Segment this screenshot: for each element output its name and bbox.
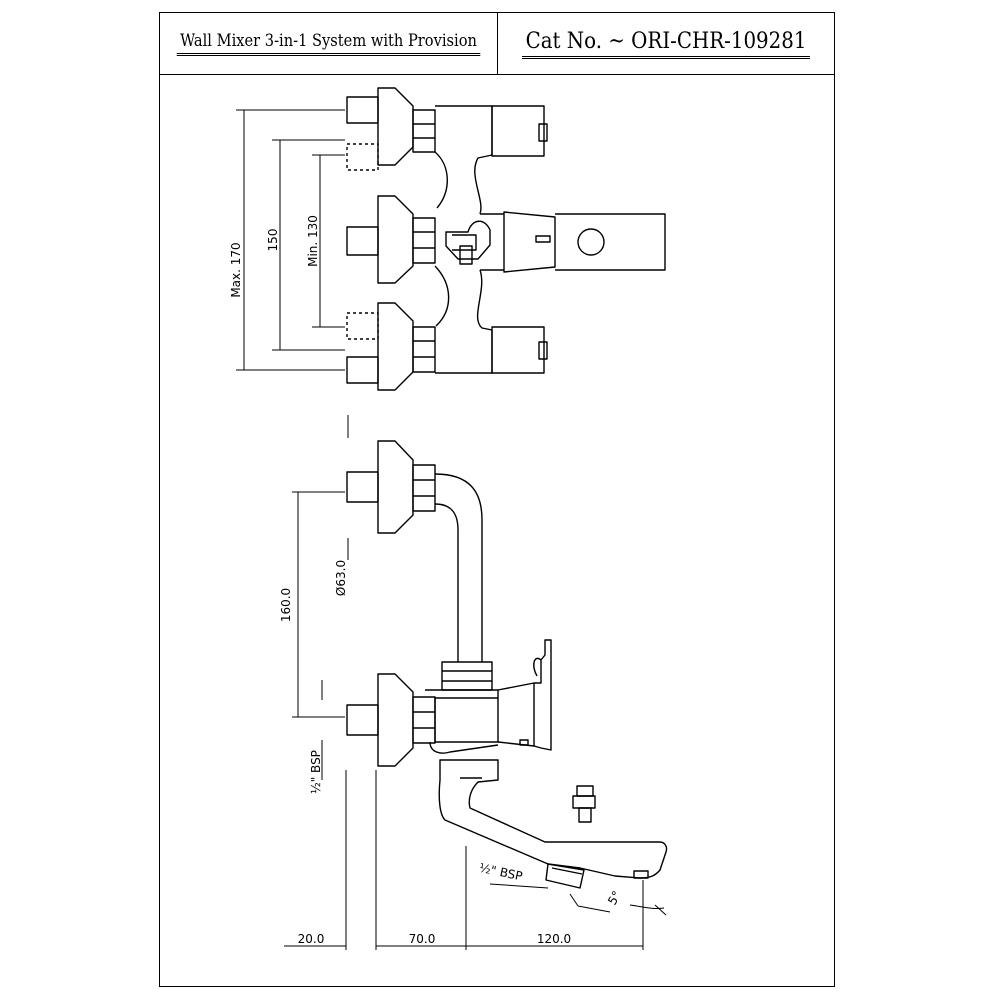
top-view (236, 87, 666, 391)
dimension-labels: Max. 170 150 Min. 130 160.0 Ø63.0 ½" BSP… (229, 215, 624, 946)
side-view-riser-pipe (434, 473, 493, 691)
dim-min: Min. 130 (306, 215, 320, 267)
catalog-number-cell: Cat No. ~ ORI-CHR-109281 (498, 13, 835, 74)
dim-outlet-thread: ½" BSP (478, 861, 524, 884)
dim-spout-angle: 5° (605, 889, 624, 908)
top-view-body (434, 105, 666, 374)
top-view-middle-inlet (346, 195, 436, 284)
side-view (284, 415, 668, 950)
top-view-lower-inlet (346, 302, 436, 391)
dim-body-depth: 70.0 (409, 932, 436, 946)
side-view-body (346, 639, 668, 889)
dim-wall-offset: 20.0 (298, 932, 325, 946)
dim-flange-diameter: Ø63.0 (334, 560, 348, 596)
dim-inlet-thread: ½" BSP (309, 750, 323, 794)
dim-center: 150 (266, 229, 280, 252)
product-title: Wall Mixer 3-in-1 System with Provision (176, 31, 481, 56)
dim-spout-reach: 120.0 (537, 932, 571, 946)
side-view-dimension-lines (284, 415, 667, 950)
title-block: Wall Mixer 3-in-1 System with Provision … (160, 13, 834, 75)
dim-max: Max. 170 (229, 242, 243, 297)
dim-vertical-span: 160.0 (279, 588, 293, 622)
top-view-dimension-lines (236, 109, 345, 371)
catalog-number: Cat No. ~ ORI-CHR-109281 (522, 29, 811, 59)
drawing-sheet: Wall Mixer 3-in-1 System with Provision … (159, 12, 835, 987)
product-title-cell: Wall Mixer 3-in-1 System with Provision (160, 13, 498, 74)
side-view-upper-inlet (346, 440, 436, 534)
top-view-upper-inlet (346, 87, 436, 171)
